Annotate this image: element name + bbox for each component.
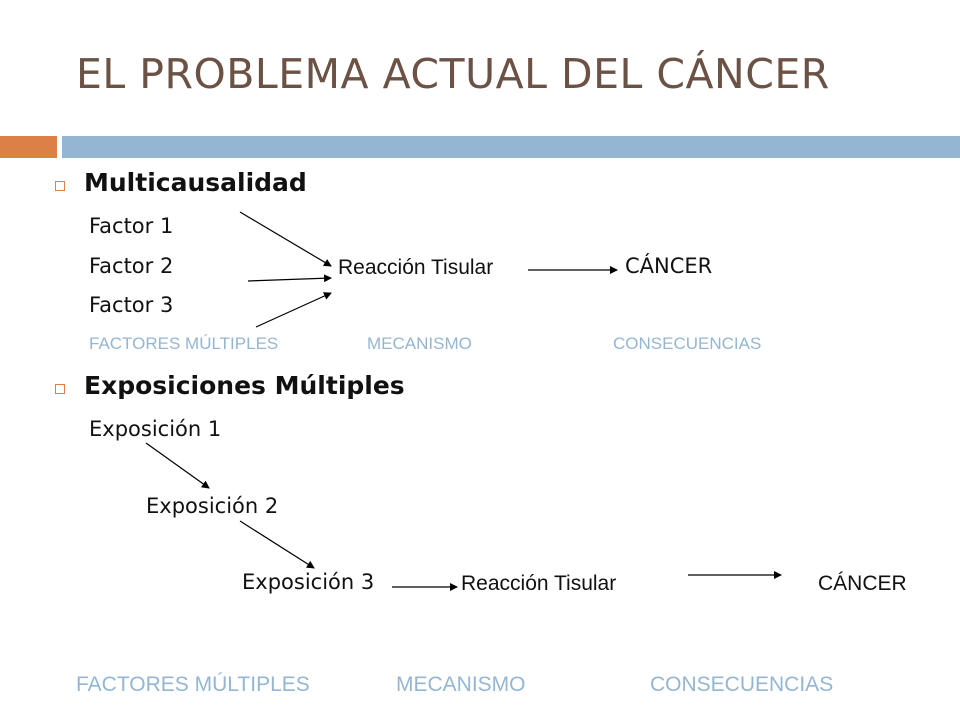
bullet-square-icon: [55, 384, 65, 394]
label-consequences-2: CONSECUENCIAS: [650, 673, 834, 696]
label-consequences-1: CONSECUENCIAS: [613, 334, 762, 353]
arrow-exposure1-to-exposure2: [145, 442, 210, 489]
arrow-factor1-to-reaction: [239, 211, 332, 267]
bullet-square-icon: [55, 181, 65, 191]
label-mechanism-1: MECANISMO: [367, 334, 472, 353]
arrow-exposure2-to-exposure3: [239, 520, 315, 569]
title-accent-bar-blue: [62, 136, 960, 158]
slide-title: EL PROBLEMA ACTUAL DEL CÁNCER: [76, 50, 830, 98]
arrow-factor2-to-reaction: [247, 274, 332, 283]
reaction-tisular-2: Reacción Tisular: [461, 572, 617, 595]
label-factors-1: FACTORES MÚLTIPLES: [89, 334, 279, 353]
cancer-result-1: CÁNCER: [625, 254, 713, 278]
label-factors-2: FACTORES MÚLTIPLES: [76, 673, 310, 696]
label-mechanism-2: MECANISMO: [396, 673, 526, 696]
exposure-3: Exposición 3: [242, 570, 375, 594]
exposure-1: Exposición 1: [89, 417, 222, 441]
arrow-factor3-to-reaction: [255, 292, 332, 328]
factor-3: Factor 3: [89, 293, 174, 317]
exposure-2: Exposición 2: [146, 494, 279, 518]
section-heading-exposiciones: Exposiciones Múltiples: [84, 371, 405, 400]
factor-1: Factor 1: [89, 214, 174, 238]
title-accent-bar-orange: [0, 136, 57, 158]
reaction-tisular-1: Reacción Tisular: [338, 256, 494, 279]
cancer-result-2: CÁNCER: [818, 572, 907, 595]
factor-2: Factor 2: [89, 254, 174, 278]
section-heading-multicausalidad: Multicausalidad: [84, 168, 307, 197]
